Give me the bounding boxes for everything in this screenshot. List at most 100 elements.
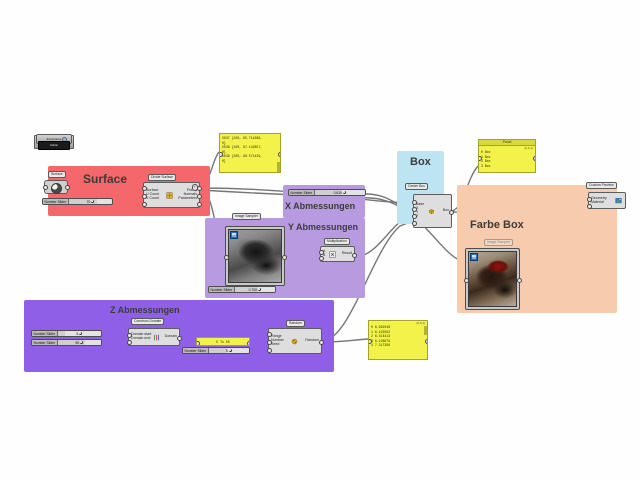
input-v-count[interactable]: V Count — [146, 195, 159, 200]
input-y[interactable]: Y — [416, 210, 419, 214]
slider-knob[interactable] — [80, 341, 84, 344]
zoomable-plus-icon[interactable]: + — [191, 184, 198, 191]
input-a[interactable]: A — [323, 249, 326, 254]
random-tag: Random — [286, 320, 305, 327]
out-nub-2 — [196, 194, 202, 199]
output-result[interactable]: Result — [341, 251, 352, 256]
panel-row: 3 6.126879 — [371, 338, 391, 343]
input-surface[interactable]: Surface — [146, 188, 159, 193]
slider-value: 70 — [86, 199, 91, 204]
group-title-x-abmessungen: X Abmessungen — [285, 201, 356, 211]
input-number[interactable]: Number — [271, 338, 284, 343]
slider-track[interactable]: 0.700 — [234, 287, 275, 292]
points-panel[interactable]: 5037 {100, 95.714286, 0} 5038 {100, 97.1… — [219, 133, 281, 173]
panel-out-nub — [277, 152, 280, 157]
slider-surface-count[interactable]: Number Slider 70 — [42, 198, 113, 205]
input-geometry[interactable]: Geometry — [591, 195, 607, 200]
input-seed[interactable]: Seed — [271, 341, 280, 346]
output-random[interactable]: Random — [305, 338, 319, 343]
box-panel[interactable]: Panel (0,0,1) 0 Box 1 Box 2 Box 3 Box — [478, 139, 536, 173]
panel-scroll-thumb[interactable] — [277, 162, 280, 172]
input-z[interactable]: Z — [416, 213, 419, 218]
slider-z-count[interactable]: Number Slider 5 — [182, 347, 250, 354]
image-sampler-gray[interactable] — [223, 226, 287, 286]
input-material[interactable]: Material — [591, 199, 604, 204]
center-box-tag: Center Box — [405, 183, 428, 190]
panel-out-nub — [532, 156, 535, 161]
slider-y-dimension[interactable]: Number Slider 0.700 — [208, 286, 276, 293]
center-box-outputs: Box — [437, 195, 451, 227]
slider-track[interactable]: 0.615 — [314, 190, 365, 195]
random-component[interactable]: Range Number Seed Random — [266, 328, 324, 354]
random-panel-count: (0,0,1) — [416, 321, 425, 325]
random-panel[interactable]: (0,0,1) 0 6.691049 1 6.422592 2 6.314413… — [368, 320, 428, 360]
exceptions-action-button[interactable]: Action — [38, 141, 70, 150]
random-outputs: Random — [301, 329, 321, 353]
slider-knob[interactable] — [228, 349, 232, 352]
in-nub-base — [411, 200, 417, 205]
panel-row: 5039 {100, 98.571429, — [222, 154, 263, 159]
panel-row: 1 Box — [481, 154, 491, 159]
input-domain-end[interactable]: Domain end — [131, 336, 151, 340]
input-range[interactable]: Range — [271, 334, 282, 339]
group-title-box: Box — [410, 156, 431, 168]
slider-knob[interactable] — [343, 191, 347, 194]
input-domain-start[interactable]: Domain start — [131, 332, 152, 337]
points-panel-rows: 5037 {100, 95.714286, 0} 5038 {100, 97.1… — [220, 134, 280, 164]
slider-x-dimension[interactable]: Number Slider 0.615 — [288, 189, 366, 196]
image-sampler-color[interactable] — [463, 248, 522, 310]
in-nub-x — [411, 207, 417, 212]
image-badge-icon — [470, 253, 478, 261]
construct-domain-inputs: Domain start Domain end — [129, 329, 152, 345]
output-domain[interactable]: Domain — [164, 334, 177, 339]
output-parameters[interactable]: Parameters — [178, 195, 197, 200]
center-box-icon — [426, 195, 437, 227]
output-normals[interactable]: Normals — [183, 192, 197, 197]
slider-z-domain-end[interactable]: Number Slider 50 — [31, 339, 102, 346]
domain-panel-in-nub — [197, 340, 200, 345]
panel-row: 5037 {100, 95.714286, — [222, 136, 263, 140]
slider-track[interactable]: 5 — [208, 348, 249, 353]
box-panel-header: Panel — [479, 140, 535, 146]
slider-track[interactable]: 70 — [68, 199, 112, 204]
in-nub-number — [266, 340, 272, 345]
multiplication-tag: Multiplication — [324, 238, 350, 245]
domain-panel[interactable]: 5 To 50 — [196, 337, 250, 346]
in-nub-geometry — [586, 197, 592, 202]
box-panel-count: (0,0,1) — [524, 146, 533, 150]
sampler-out-nub — [281, 255, 287, 260]
divide-surface-icon — [166, 183, 173, 207]
slider-knob[interactable] — [258, 288, 262, 291]
divide-surface-component[interactable]: Surface U Count V Count Points Normals P… — [141, 182, 202, 208]
slider-knob[interactable] — [91, 200, 95, 203]
slider-fill — [57, 331, 66, 336]
surface-param-component[interactable] — [42, 180, 70, 194]
surface-param-tag: Surface — [48, 171, 66, 178]
slider-z-domain-start[interactable]: Number Slider 5 — [31, 330, 102, 337]
slider-knob[interactable] — [79, 332, 83, 335]
output-box[interactable]: Box — [442, 208, 449, 213]
panel-in-nub — [220, 152, 223, 157]
multiplication-component[interactable]: A B Result — [318, 246, 357, 262]
exceptions-remote-panel[interactable]: Exceptions Action — [34, 134, 74, 150]
slider-track[interactable]: 5 — [57, 331, 101, 336]
panel-scroll-thumb[interactable] — [424, 326, 427, 335]
custom-preview-icon — [611, 193, 625, 208]
construct-domain-component[interactable]: Domain start Domain end Domain — [126, 328, 182, 346]
input-u-count[interactable]: U Count — [146, 192, 160, 197]
custom-preview-component[interactable]: Geometry Material — [586, 192, 626, 209]
input-base[interactable]: Base — [416, 202, 425, 207]
slider-label: Number Slider — [289, 190, 315, 195]
output-points[interactable]: Points — [187, 188, 197, 193]
group-title-surface: Surface — [83, 172, 128, 186]
input-b[interactable]: B — [323, 253, 326, 257]
slider-track[interactable]: 50 — [57, 340, 101, 345]
panel-row: 0} — [222, 149, 226, 154]
panel-row: 0 6.691049 — [371, 325, 391, 329]
slider-value: 5 — [76, 331, 79, 336]
input-x[interactable]: X — [416, 206, 419, 211]
image-sampler-gray-tag: Image Sampler — [232, 213, 261, 220]
center-box-component[interactable]: Base X Y Z Box — [411, 194, 454, 228]
construct-domain-tag: Construct Domain — [131, 318, 165, 325]
